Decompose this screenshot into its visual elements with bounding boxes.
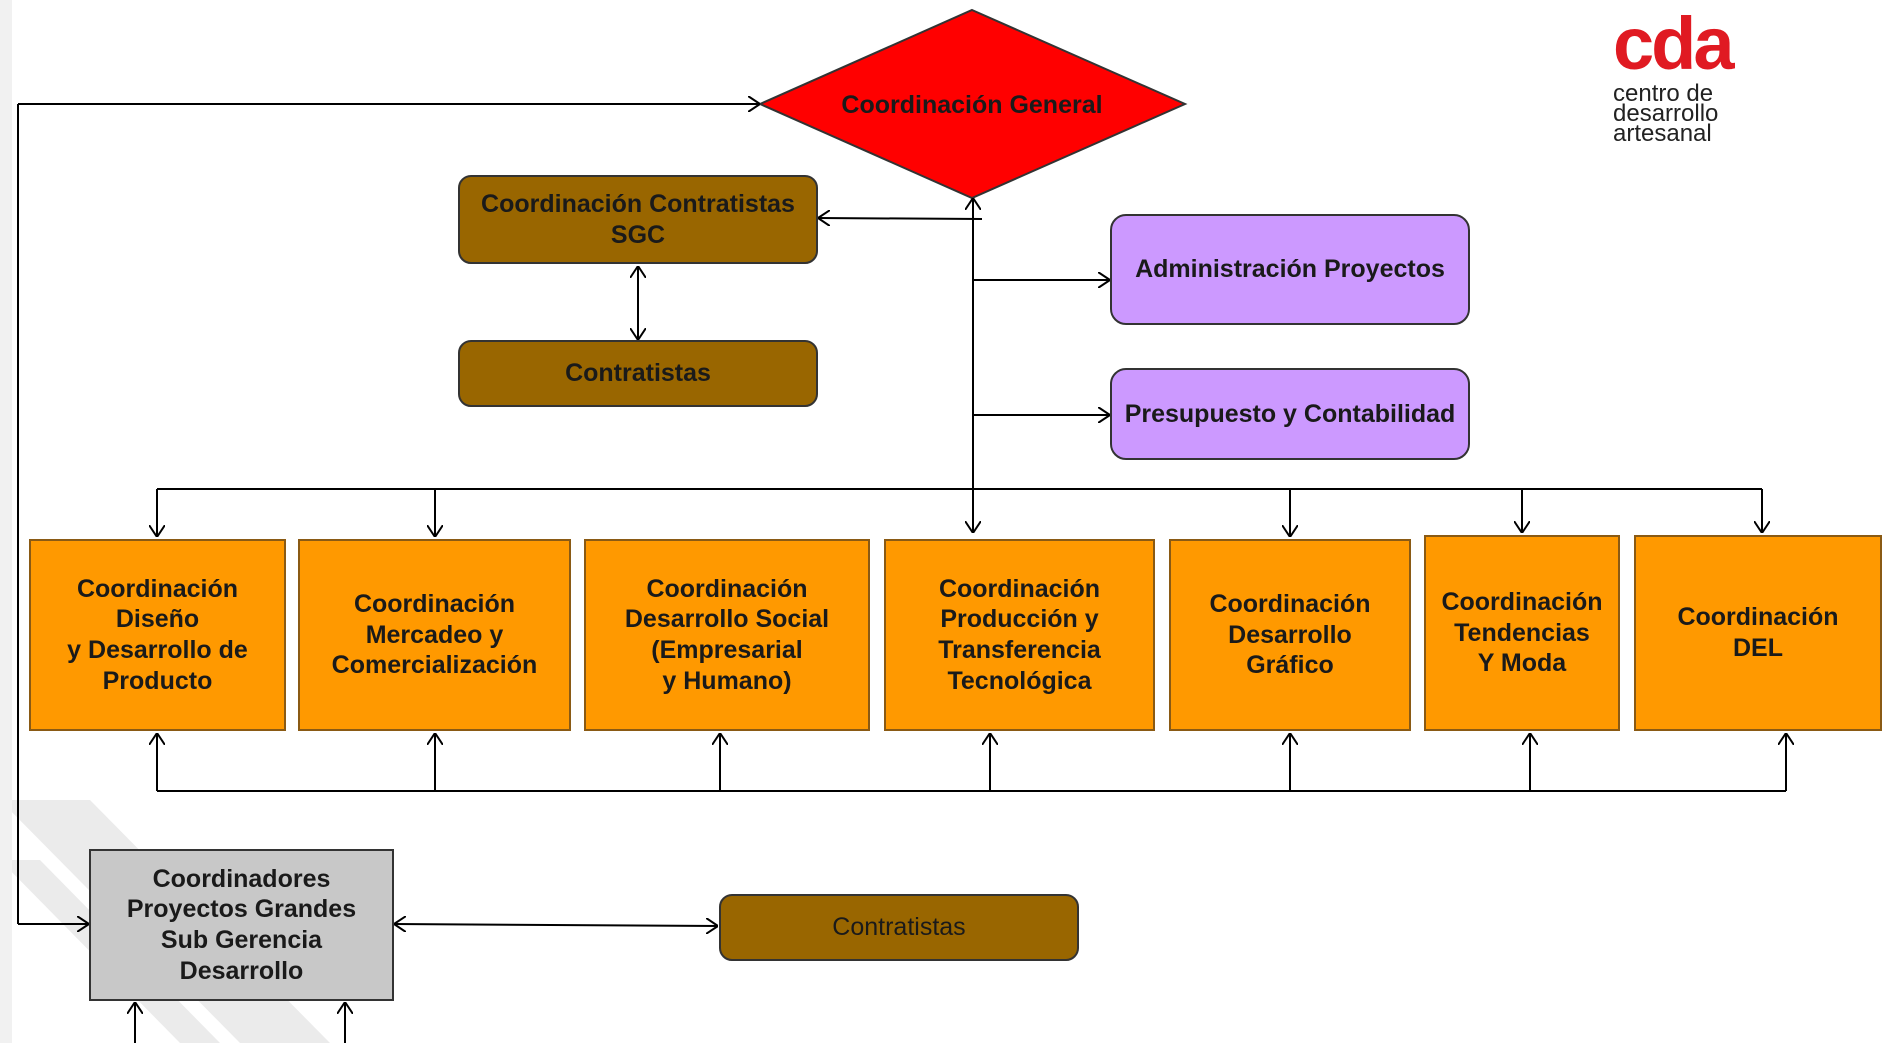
general-label: Coordinación General <box>841 91 1102 119</box>
node-contratistas-sgc-label: Coordinación Contratistas SGC <box>481 189 795 249</box>
connector-to-sgc <box>818 218 983 219</box>
node-produccion: Coordinación Producción y Transferencia … <box>884 539 1155 731</box>
connector-pg-contratistas <box>394 924 718 926</box>
node-presupuesto: Presupuesto y Contabilidad <box>1110 368 1470 460</box>
node-admin-proyectos: Administración Proyectos <box>1110 214 1470 325</box>
node-diseno: Coordinación Diseño y Desarrollo de Prod… <box>29 539 286 731</box>
node-grafico: Coordinación Desarrollo Gráfico <box>1169 539 1411 731</box>
logo-line: desarrollo <box>1613 100 1719 127</box>
node-social: Coordinación Desarrollo Social (Empresar… <box>584 539 870 731</box>
node-diseno-label: Coordinación Diseño y Desarrollo de Prod… <box>67 574 248 695</box>
node-contratistas-top: Contratistas <box>458 340 818 407</box>
node-admin-proyectos-label: Administración Proyectos <box>1135 255 1445 284</box>
logo-mark: cda <box>1613 2 1735 85</box>
logo-line: centro de <box>1613 80 1714 107</box>
logo-tagline: centro de desarrollo artesanal <box>1613 80 1753 147</box>
node-social-label: Coordinación Desarrollo Social (Empresar… <box>624 574 830 695</box>
node-contratistas-sgc: Coordinación Contratistas SGC <box>458 175 818 264</box>
node-mercadeo: Coordinación Mercadeo y Comercialización <box>298 539 571 731</box>
node-mercadeo-label: Coordinación Mercadeo y Comercialización <box>331 589 538 680</box>
node-tendencias: Coordinación Tendencias Y Moda <box>1424 535 1620 731</box>
node-contratistas-bottom: Contratistas <box>719 894 1079 961</box>
node-del: Coordinación DEL <box>1634 535 1882 731</box>
logo-line: artesanal <box>1613 120 1712 147</box>
node-produccion-label: Coordinación Producción y Transferencia … <box>938 574 1101 695</box>
node-grafico-label: Coordinación Desarrollo Gráfico <box>1209 589 1371 680</box>
node-proyectos-grandes: Coordinadores Proyectos Grandes Sub Gere… <box>89 849 394 1001</box>
node-contratistas-top-label: Contratistas <box>565 359 711 388</box>
node-proyectos-grandes-label: Coordinadores Proyectos Grandes Sub Gere… <box>126 864 357 985</box>
node-contratistas-bottom-label: Contratistas <box>832 913 966 942</box>
node-presupuesto-label: Presupuesto y Contabilidad <box>1124 399 1456 428</box>
node-tendencias-label: Coordinación Tendencias Y Moda <box>1441 587 1603 678</box>
connectors <box>17 104 1786 1043</box>
cda-logo: cda centro de desarrollo artesanal <box>1613 2 1753 147</box>
node-del-label: Coordinación DEL <box>1677 603 1839 662</box>
